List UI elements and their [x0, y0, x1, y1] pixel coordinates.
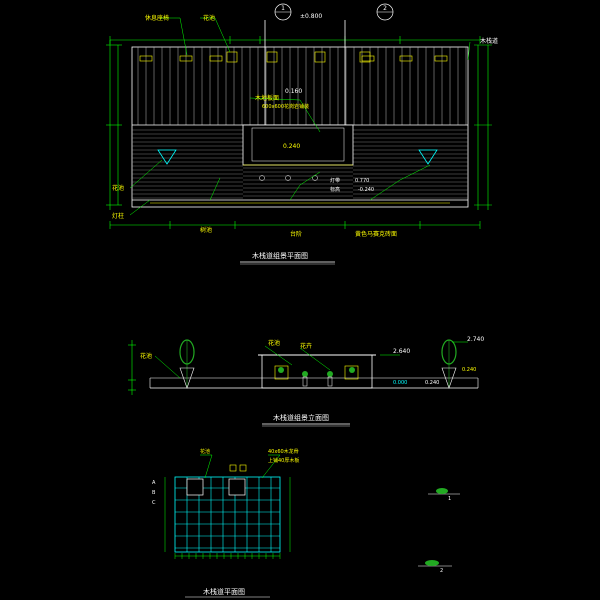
detail-side-mark-a: A: [152, 480, 156, 486]
plan-leaders: [129, 17, 471, 216]
plan-label-lamp-post: 灯柱: [112, 212, 124, 220]
plan-label-bench: 休息座椅: [145, 14, 169, 22]
plan-section-marker-2: 2: [376, 3, 394, 21]
plan-label-steps: 台阶: [290, 230, 302, 238]
plan-label-granite: 600x600花岗岩铺装: [262, 103, 309, 110]
plan-label-mosaic: 黄色马赛克砖面: [355, 230, 397, 238]
elev-level-5: 0.240: [462, 367, 476, 373]
detail-title: 木栈道平面图: [203, 587, 245, 596]
detail-leaders: [200, 454, 281, 479]
plan-pavilion: [242, 124, 354, 166]
elev-level-1: 2.640: [393, 348, 410, 355]
elev-left-ticks: [128, 344, 136, 391]
plan-elev-top: ±0.800: [300, 13, 322, 20]
plan-outline: [131, 46, 469, 208]
plan-pavilion-posts: [264, 20, 346, 125]
plan-planters: [226, 51, 371, 63]
plan-label-wood-floor: 木地板面: [255, 94, 279, 102]
plan-side-dimensions: [106, 40, 492, 210]
detail-symbol-2: 2: [418, 560, 452, 574]
plan-elev-2: 0.240: [283, 143, 300, 150]
detail-outline: [174, 476, 281, 553]
elev-level-4: 0.240: [425, 380, 439, 386]
marker-1-text: 1: [281, 5, 285, 12]
detail-planters: [186, 478, 246, 496]
elev-label-planter: 花池: [268, 339, 280, 347]
plan-label-flower-bed: 花池: [112, 184, 124, 192]
elev-level-3: 0.000: [393, 380, 407, 386]
symbol-2-text: 2: [440, 568, 443, 574]
detail-symbol-1: 1: [428, 488, 460, 502]
elev-window-frames: [274, 365, 359, 380]
plan-deck-hatch: [132, 129, 468, 199]
plan-benches: [139, 55, 448, 62]
detail-top-symbols: [229, 464, 247, 472]
plan-label-level: 标高: [330, 186, 340, 193]
elev-tree-right: [441, 339, 457, 389]
plan-label-boardwalk: 木栈道: [480, 37, 498, 45]
plan-lamps: [259, 175, 318, 181]
symbol-1-text: 1: [448, 496, 451, 502]
plan-view: 1 2 休息座椅 花池 ±0.800 木栈道 0.160 木地板面 600x60…: [106, 3, 498, 265]
detail-label-board: 上铺40厚木板: [268, 457, 299, 464]
detail-view: 花池 40x60木龙骨 上铺40厚木板 A B C 木栈道平面图: [152, 448, 299, 598]
elev-leaders: [154, 341, 468, 379]
elevation-view: 花池 花池 花卉 2.640 2.740 0.000 0.240 0.240 木…: [128, 336, 484, 427]
elev-tree-left: [179, 339, 195, 389]
elev-level-2: 2.740: [467, 336, 484, 343]
elev-label-flower-bed: 花池: [140, 352, 152, 360]
plan-label-light-strip: 灯带: [330, 177, 340, 184]
detail-side-mark-c: C: [152, 500, 156, 506]
elevation-title: 木栈道组景立面图: [273, 413, 329, 422]
marker-2-text: 2: [383, 5, 387, 12]
plan-section-marker-1: 1: [274, 3, 292, 21]
plan-label-tree-pit: 树池: [200, 226, 212, 234]
detail-bottom-ticks: [174, 553, 281, 559]
plan-deck-planks: [137, 47, 467, 125]
elev-plants: [278, 367, 355, 387]
detail-label-planter: 花池: [200, 448, 210, 455]
plan-tree-pits: [157, 149, 438, 165]
detail-side-mark-b: B: [152, 490, 156, 496]
elev-label-flowers: 花卉: [300, 342, 312, 350]
plan-elev-1: 0.160: [285, 88, 302, 95]
plan-pavilion-inner: [251, 127, 345, 162]
detail-grid: [175, 477, 280, 552]
plan-elev-3: 0.770: [355, 178, 369, 184]
plan-elev-4: -0.240: [358, 187, 374, 193]
plan-title: 木栈道组景平面图: [252, 251, 308, 260]
detail-label-joist: 40x60木龙骨: [268, 448, 299, 455]
plan-label-planter: 花池: [203, 14, 215, 22]
plan-bottom-ticks: [109, 221, 481, 229]
